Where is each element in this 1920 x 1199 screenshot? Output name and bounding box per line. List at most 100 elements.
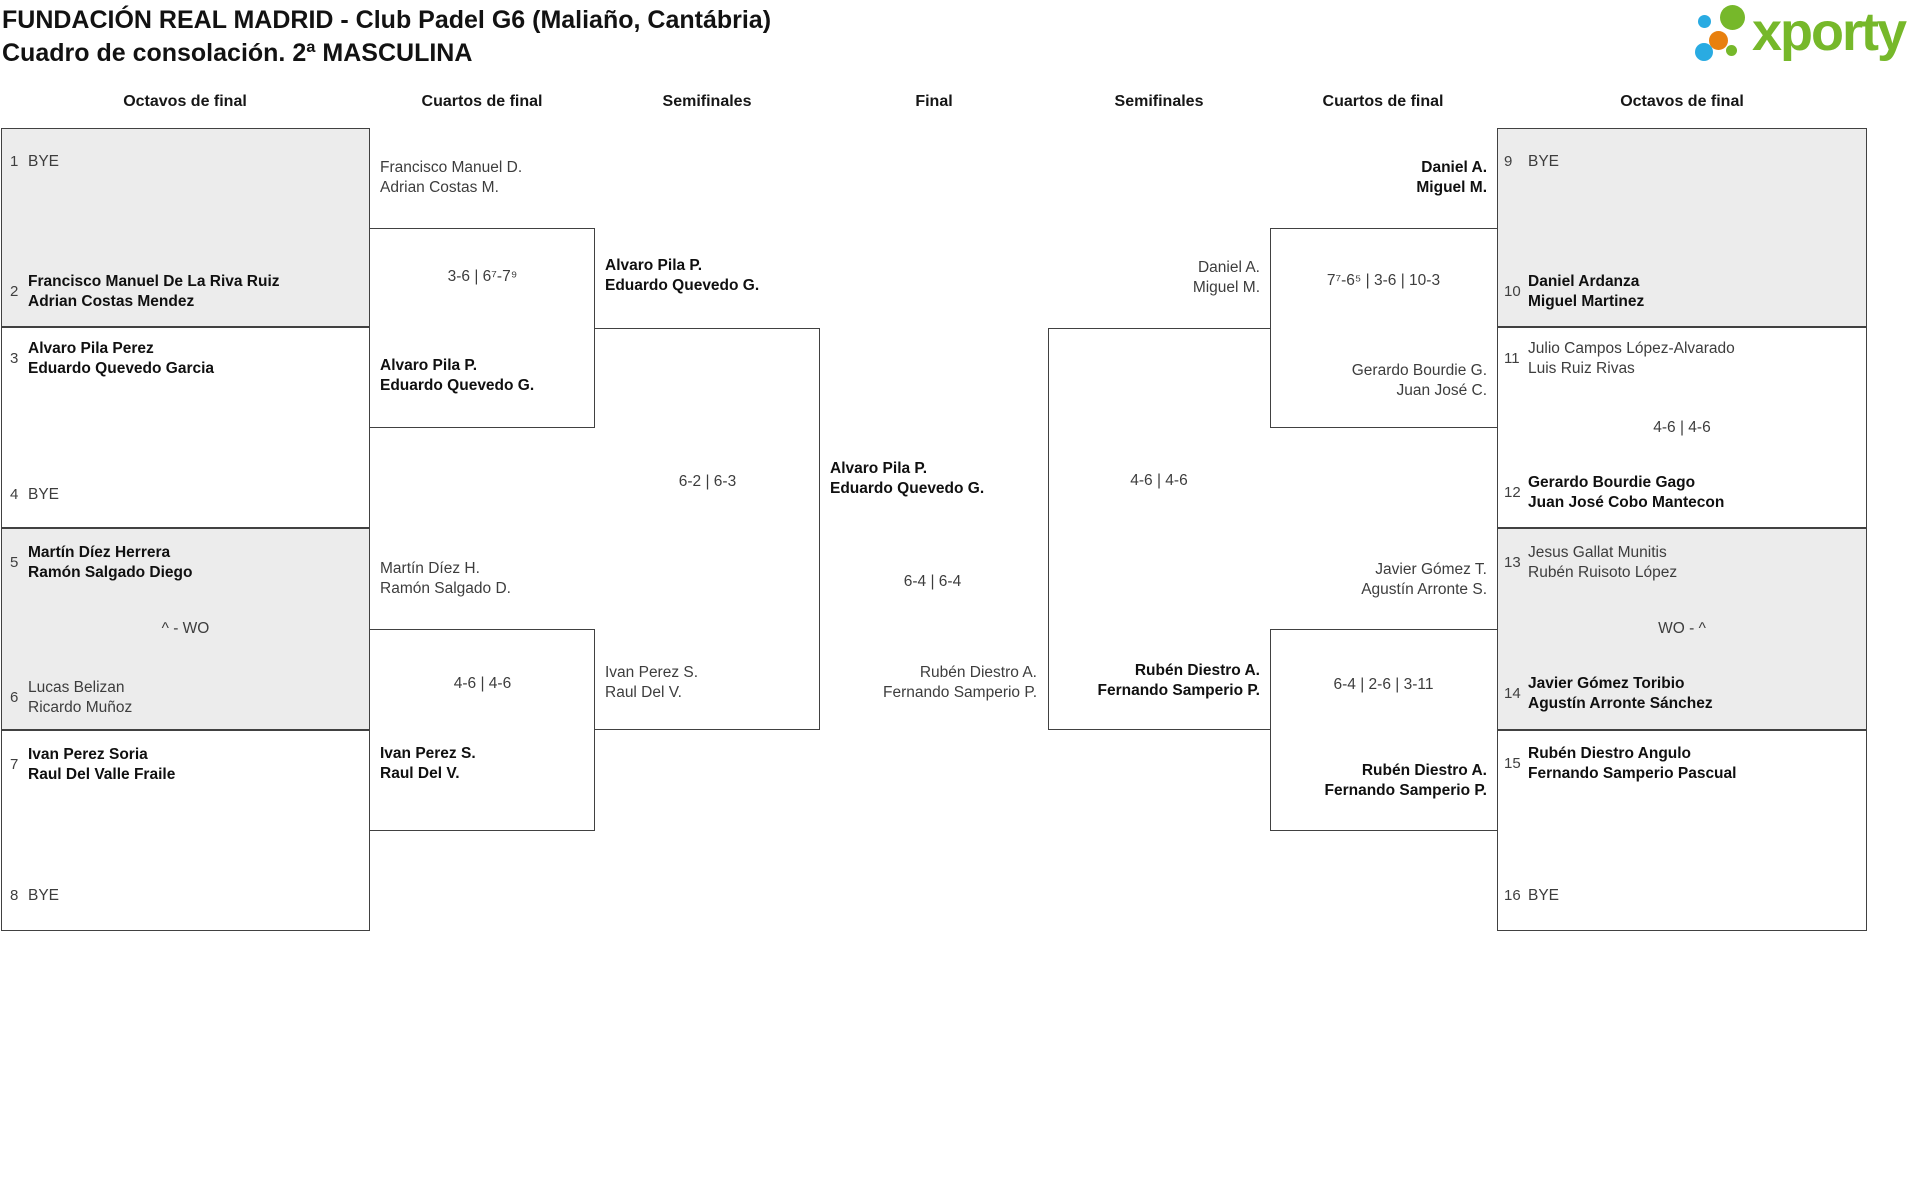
octavos-slot-1: 1 BYE [10, 152, 59, 172]
player-name: Fernando Samperio P. [883, 683, 1037, 701]
player-name: Francisco Manuel De La Riva Ruiz [28, 273, 280, 290]
player-name: Martín Díez H. [380, 560, 480, 577]
seed-number: 8 [10, 887, 19, 905]
octavos-left-match1-box [1, 128, 370, 327]
cuartos-right-match2-team-top: Javier Gómez T. Agustín Arronte S. [1361, 560, 1487, 599]
round-header-octavos-left: Octavos de final [123, 93, 247, 110]
cuartos-left-match1-connector [370, 228, 595, 428]
semifinal-right-connector [1048, 328, 1270, 730]
player-name: Daniel A. [1421, 159, 1487, 176]
player-name: BYE [1528, 887, 1560, 904]
player-name: Francisco Manuel D. [380, 159, 523, 176]
page-title: FUNDACIÓN REAL MADRID - Club Padel G6 (M… [2, 4, 771, 70]
octavos-right-match4-box [1497, 730, 1867, 931]
round-header-octavos-right: Octavos de final [1620, 93, 1744, 110]
semifinal-left-score: 6-2 | 6-3 [678, 473, 737, 490]
octavos-right-match1-box [1497, 128, 1867, 327]
semifinal-left-team-top: Alvaro Pila P. Eduardo Quevedo G. [605, 256, 759, 295]
team-names: BYE [1528, 152, 1559, 172]
octavos-left-match4-box [1, 730, 370, 931]
player-name: BYE [1528, 153, 1560, 170]
player-name: BYE [28, 486, 60, 503]
cuartos-left-match2-connector [370, 629, 595, 831]
octavos-left-match3-score: ^ - WO [161, 620, 210, 637]
player-name: Rubén Diestro A. [1361, 762, 1487, 779]
team-names: BYE [28, 485, 59, 505]
seed-number: 1 [10, 153, 19, 171]
player-name: Miguel Martinez [1528, 292, 1645, 310]
player-name: Fernando Samperio P. [1097, 681, 1260, 699]
seed-number: 5 [10, 554, 19, 571]
player-name: Martín Díez Herrera [28, 544, 171, 561]
octavos-left-match2-box [1, 327, 370, 528]
seed-number: 7 [10, 756, 19, 773]
cuartos-left-match1-team-bottom: Alvaro Pila P. Eduardo Quevedo G. [380, 356, 534, 395]
player-name: Raul Del Valle Fraile [28, 765, 176, 783]
player-name: Ivan Perez S. [605, 664, 699, 681]
player-name: BYE [28, 153, 60, 170]
round-header-cuartos-right: Cuartos de final [1322, 93, 1444, 110]
player-name: Daniel A. [1197, 259, 1260, 276]
semifinal-left-team-bottom: Ivan Perez S. Raul Del V. [605, 663, 698, 702]
logo-dot-icon [1720, 5, 1745, 30]
player-name: Agustín Arronte Sánchez [1528, 694, 1713, 712]
player-name: Alvaro Pila P. [380, 357, 478, 374]
player-name: Rubén Ruisoto López [1528, 563, 1678, 581]
semifinal-left-connector [595, 328, 820, 730]
team-names: BYE [1528, 886, 1559, 906]
player-name: Adrian Costas M. [380, 178, 499, 196]
cuartos-left-match1-team-top: Francisco Manuel D. Adrian Costas M. [380, 158, 522, 197]
player-name: Lucas Belizan [28, 679, 125, 696]
octavos-slot-15: 15 Rubén Diestro Angulo Fernando Samperi… [1504, 744, 1736, 783]
team-names: Javier Gómez Toribio Agustín Arronte Sán… [1528, 674, 1713, 713]
seed-number: 11 [1504, 350, 1520, 367]
octavos-slot-8: 8 BYE [10, 886, 59, 906]
player-name: Juan José C. [1396, 381, 1487, 399]
seed-number: 4 [10, 486, 19, 504]
player-name: Adrian Costas Mendez [28, 292, 195, 310]
team-names: Julio Campos López-Alvarado Luis Ruiz Ri… [1528, 339, 1735, 378]
team-names: BYE [28, 886, 59, 906]
logo-dot-icon [1726, 45, 1737, 56]
team-names: Daniel Ardanza Miguel Martinez [1528, 272, 1644, 311]
octavos-slot-4: 4 BYE [10, 485, 59, 505]
final-team-left: Alvaro Pila P. Eduardo Quevedo G. [830, 459, 984, 498]
logo-dot-icon [1695, 43, 1713, 61]
seed-number: 12 [1504, 484, 1521, 501]
player-name: Alvaro Pila Perez [28, 340, 154, 357]
player-name: Julio Campos López-Alvarado [1528, 340, 1735, 357]
cuartos-right-match1-team-top: Daniel A. Miguel M. [1416, 158, 1487, 197]
draw-subtitle: Cuadro de consolación. 2ª MASCULINA [2, 39, 473, 67]
player-name: Raul Del V. [605, 683, 682, 701]
team-names: BYE [28, 152, 59, 172]
octavos-slot-5: 5 Martín Díez Herrera Ramón Salgado Dieg… [10, 543, 193, 582]
team-names: Lucas Belizan Ricardo Muñoz [28, 678, 132, 717]
octavos-slot-10: 10 Daniel Ardanza Miguel Martinez [1504, 272, 1644, 311]
player-name: Juan José Cobo Mantecon [1528, 493, 1725, 511]
player-name: Jesus Gallat Munitis [1528, 544, 1667, 561]
player-name: Daniel Ardanza [1528, 273, 1640, 290]
player-name: Ivan Perez Soria [28, 746, 148, 763]
player-name: Rubén Diestro A. [1134, 662, 1260, 679]
player-name: Alvaro Pila P. [830, 460, 928, 477]
seed-number: 6 [10, 689, 19, 706]
player-name: Rubén Diestro A. [919, 664, 1037, 681]
logo-dot-icon [1709, 31, 1728, 50]
player-name: Ivan Perez S. [380, 745, 476, 762]
octavos-slot-11: 11 Julio Campos López-Alvarado Luis Ruiz… [1504, 339, 1735, 378]
seed-number: 14 [1504, 685, 1521, 702]
cuartos-right-match1-team-bottom: Gerardo Bourdie G. Juan José C. [1352, 361, 1487, 400]
octavos-slot-16: 16 BYE [1504, 886, 1559, 906]
octavos-left-match3-box [1, 528, 370, 730]
team-names: Francisco Manuel De La Riva Ruiz Adrian … [28, 272, 280, 311]
team-names: Martín Díez Herrera Ramón Salgado Diego [28, 543, 193, 582]
octavos-right-match3-score: WO - ^ [1658, 620, 1706, 637]
player-name: Javier Gómez T. [1375, 561, 1487, 578]
team-names: Gerardo Bourdie Gago Juan José Cobo Mant… [1528, 473, 1724, 512]
tournament-name: FUNDACIÓN REAL MADRID - Club Padel G6 (M… [2, 6, 772, 34]
seed-number: 16 [1504, 887, 1521, 905]
player-name: Rubén Diestro Angulo [1528, 745, 1692, 762]
player-name: Alvaro Pila P. [605, 257, 703, 274]
cuartos-right-match2-team-bottom: Rubén Diestro A. Fernando Samperio P. [1324, 761, 1487, 800]
